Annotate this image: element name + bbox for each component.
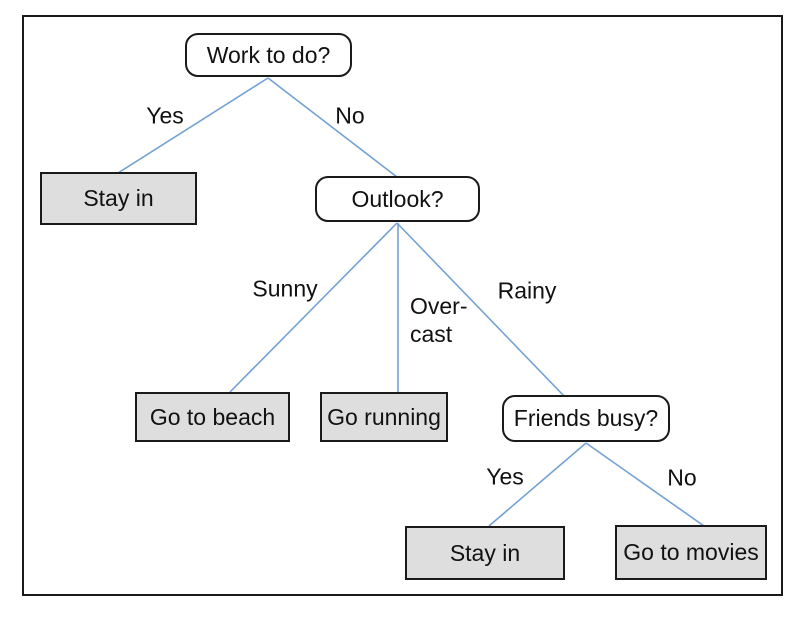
decision-node-work-to-do: Work to do? [185,33,352,77]
edge-label-sunny: Sunny [252,275,318,302]
decision-node-friends-busy: Friends busy? [502,395,670,442]
edge-label-overcast: Over- cast [410,293,468,347]
decision-node-outlook: Outlook? [315,176,480,222]
edge-label-no-2: No [667,464,697,491]
edge-label-yes-2: Yes [486,463,524,490]
edge-label-no-1: No [335,102,365,129]
leaf-node-go-running: Go running [320,392,448,442]
edge-label-yes-1: Yes [146,102,184,129]
leaf-node-stay-in-1: Stay in [40,172,197,225]
leaf-node-go-to-beach: Go to beach [135,392,290,442]
edge-label-rainy: Rainy [497,277,557,304]
leaf-node-stay-in-2: Stay in [405,526,565,580]
diagram-frame [22,15,783,596]
leaf-node-go-to-movies: Go to movies [615,525,767,580]
